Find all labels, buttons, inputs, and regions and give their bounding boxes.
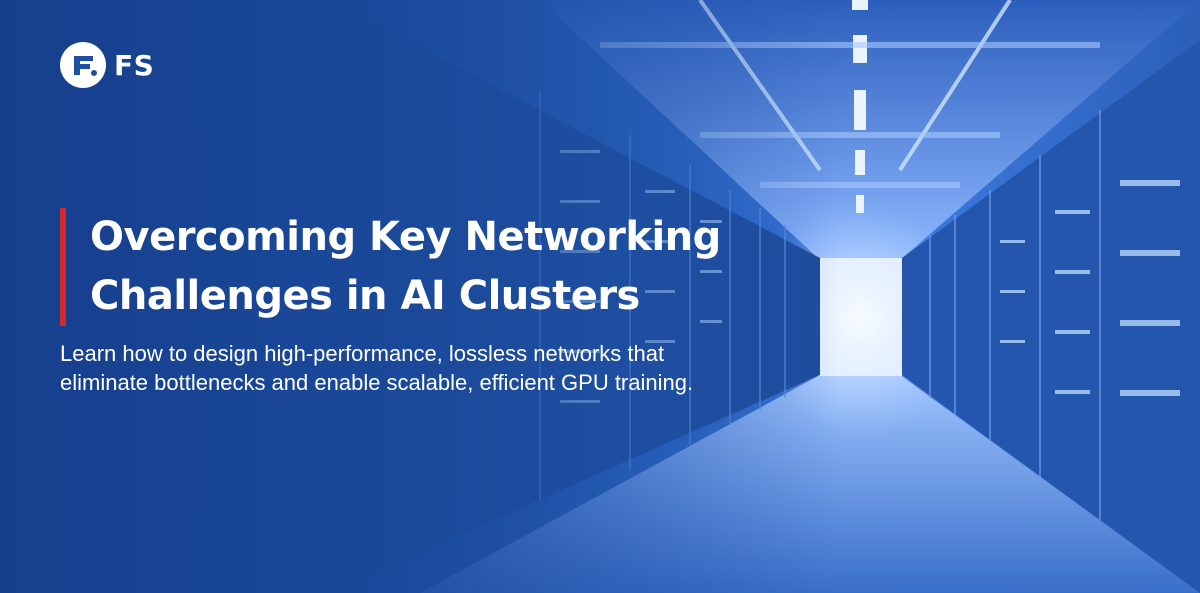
hero-title-line-1: Overcoming Key Networking (90, 214, 721, 260)
fs-logo-icon (60, 42, 106, 88)
hero-subtitle: Learn how to design high-performance, lo… (60, 341, 694, 395)
fs-logo[interactable]: FS (60, 42, 154, 88)
hero-title-block: Overcoming Key Networking Challenges in … (60, 208, 721, 326)
hero-title-line-2: Challenges in AI Clusters (90, 273, 640, 319)
brand-name: FS (114, 48, 155, 82)
